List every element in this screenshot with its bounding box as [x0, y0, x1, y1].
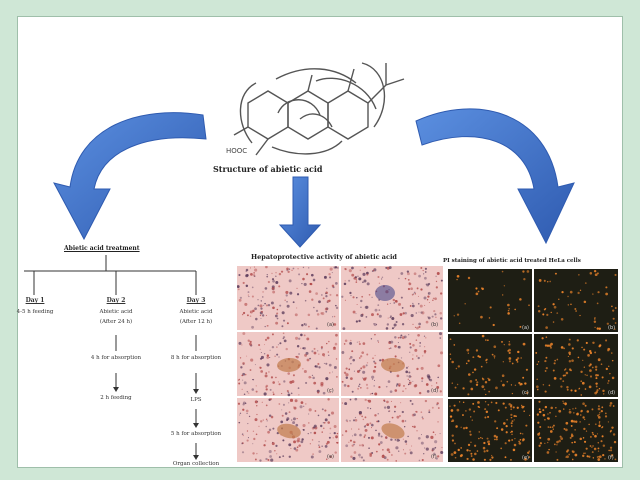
hepato-panel-label: (b) — [431, 322, 438, 328]
pi-panel — [448, 334, 532, 397]
pi-panel — [534, 334, 618, 397]
hepato-title: Hepatoprotective activity of abietic aci… — [251, 253, 397, 261]
hepato-panel-label: (e) — [327, 454, 334, 460]
abietic-acid-structure: HOOC — [216, 23, 426, 178]
treatment-title: Abietic acid treatment — [64, 245, 140, 252]
pi-micrograph-grid: (a) (b) (c) (d) (e) (f) — [448, 269, 618, 462]
hepato-panel-label: (a) — [327, 322, 334, 328]
pi-panel-label: (a) — [522, 325, 529, 331]
hepato-panel-label: (f) — [431, 454, 437, 460]
pi-panel-label: (b) — [608, 325, 615, 331]
figure-panel: HOOC Structure of abietic acid Abietic a… — [17, 16, 623, 468]
flow-arrows — [53, 108, 575, 248]
hepato-micrograph-grid: (a) (b) (c) (d) (e) (f) — [237, 266, 444, 462]
center-arrow-icon — [278, 176, 322, 248]
structure-caption: Structure of abietic acid — [213, 164, 323, 174]
left-arrow-icon — [53, 112, 207, 241]
day3-step-2: LPS — [190, 397, 202, 403]
pi-panel — [534, 269, 618, 332]
hooc-label: HOOC — [226, 147, 247, 155]
pi-panel-label: (e) — [522, 455, 529, 461]
day3-line-2: (After 12 h) — [179, 319, 213, 325]
pi-panel — [448, 269, 532, 332]
pi-panel — [448, 399, 532, 462]
pi-panel-label: (f) — [608, 455, 614, 461]
day3-step-3: 5 h for absorption — [170, 431, 222, 437]
day2-label: Day 2 — [106, 297, 126, 304]
right-arrow-icon — [415, 108, 575, 245]
day3-step-4: Organ collection — [172, 461, 220, 467]
hepato-panel-label: (c) — [327, 388, 334, 394]
hepato-panel-label: (d) — [431, 388, 438, 394]
day3-line-1: Abietic acid — [179, 309, 213, 315]
day2-step-1: 4 h for absorption — [90, 355, 142, 361]
day3-label: Day 3 — [186, 297, 206, 304]
day2-line-1: Abietic acid — [99, 309, 133, 315]
treatment-flow-lines — [24, 255, 199, 460]
pi-panel-label: (c) — [522, 390, 529, 396]
pi-title: PI staining of abietic acid treated HeLa… — [443, 258, 581, 264]
day1-line: 4-5 h feeding — [16, 309, 54, 315]
day3-step-1: 8 h for absorption — [170, 355, 222, 361]
day2-line-2: (After 24 h) — [99, 319, 133, 325]
day2-step-2: 2 h feeding — [100, 395, 132, 401]
pi-panel-label: (d) — [608, 390, 615, 396]
day1-label: Day 1 — [25, 297, 45, 304]
